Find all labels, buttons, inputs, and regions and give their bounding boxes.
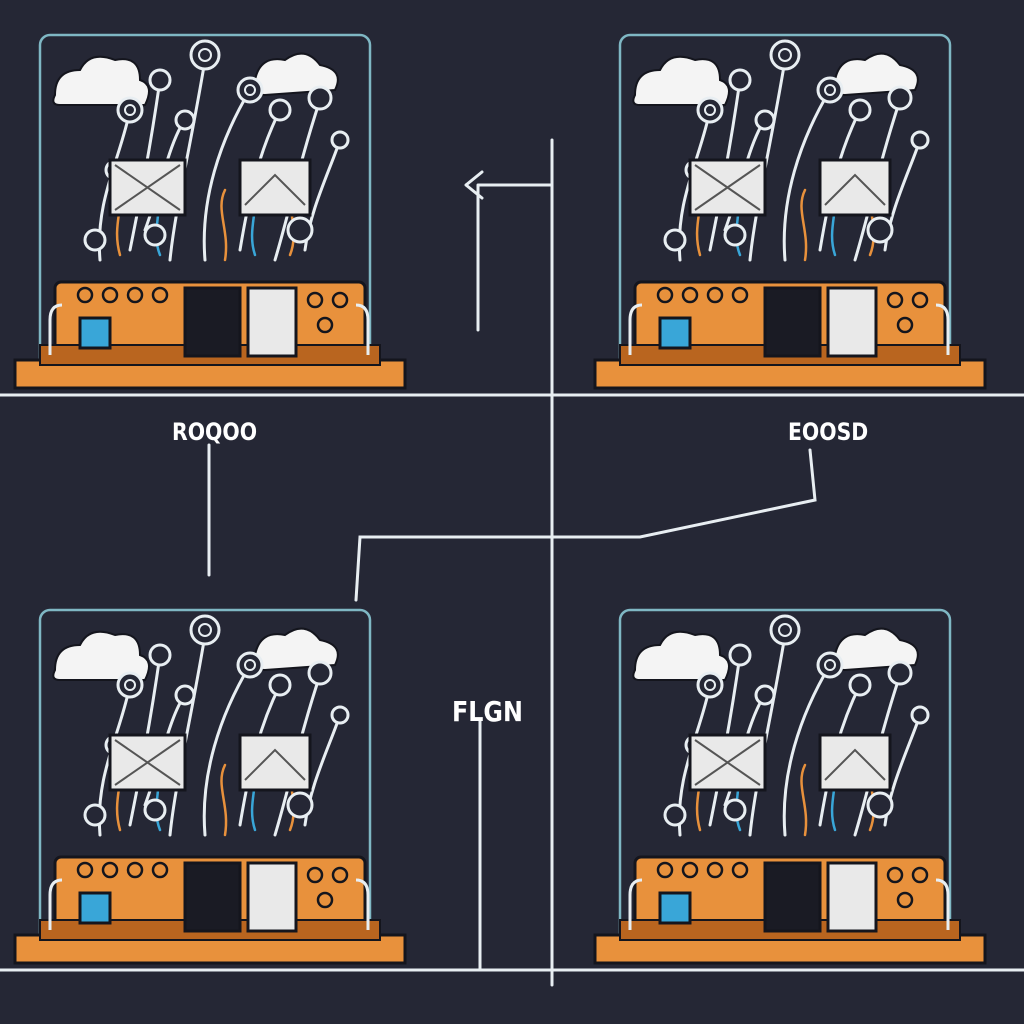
label-center: FLGN	[452, 695, 523, 728]
label-top-left: ROQOO	[172, 418, 257, 446]
label-top-right: EOOSD	[788, 418, 868, 446]
